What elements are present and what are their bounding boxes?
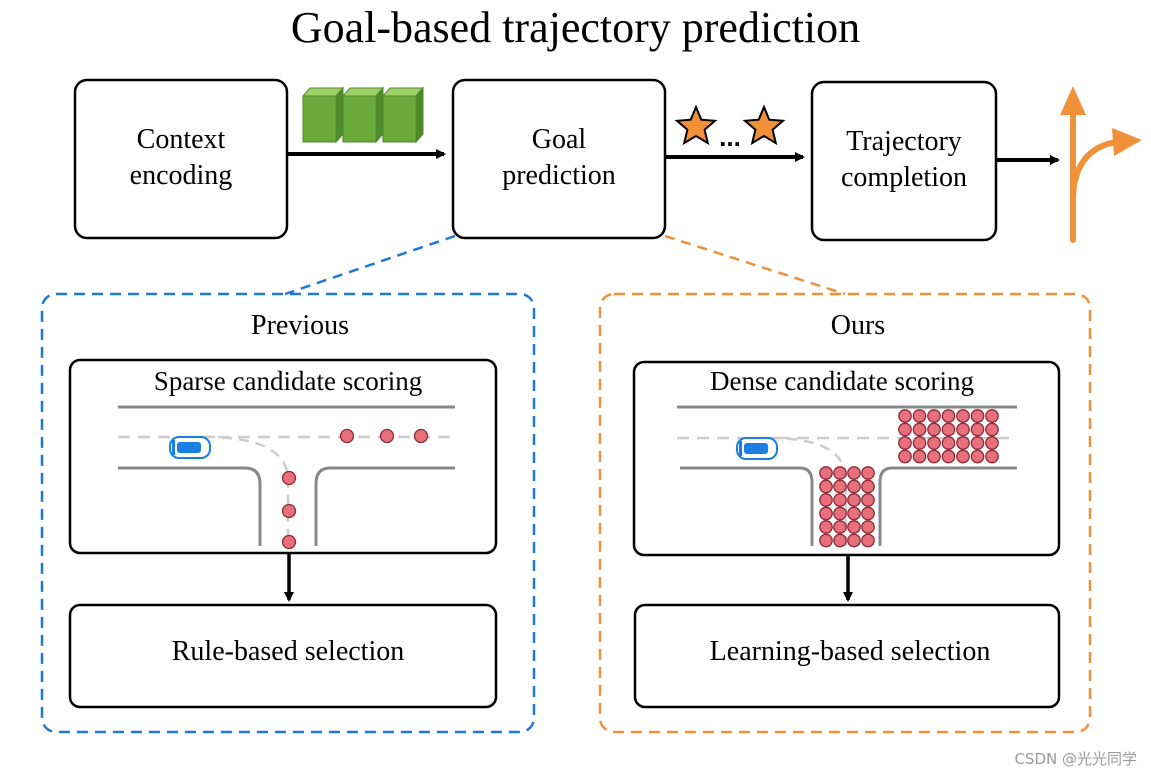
candidate-point bbox=[956, 436, 970, 450]
candidate-point bbox=[861, 533, 875, 548]
candidate-point bbox=[927, 449, 941, 464]
candidate-point bbox=[847, 493, 861, 507]
candidate-point bbox=[281, 470, 297, 486]
candidate-point bbox=[819, 479, 833, 494]
sparse-scoring-label: Sparse candidate scoring bbox=[153, 366, 423, 396]
candidate-point bbox=[833, 533, 847, 548]
candidate-point bbox=[941, 436, 956, 450]
goal-star-icon bbox=[742, 104, 786, 146]
candidate-point bbox=[379, 428, 395, 444]
dense-scoring-box bbox=[632, 360, 1061, 557]
dense-candidates bbox=[819, 409, 999, 548]
candidate-point bbox=[833, 506, 847, 521]
candidate-point bbox=[833, 466, 847, 480]
candidate-point bbox=[861, 493, 875, 507]
candidate-point bbox=[985, 409, 999, 423]
learning-selection-label: Learning-based selection bbox=[709, 636, 991, 667]
candidate-point bbox=[970, 436, 985, 450]
candidate-point bbox=[941, 422, 956, 437]
candidate-point bbox=[898, 422, 912, 437]
previous-panel bbox=[40, 292, 536, 734]
candidate-point bbox=[927, 436, 941, 450]
ellipsis: ... bbox=[719, 122, 741, 152]
rule-selection-box bbox=[68, 603, 498, 709]
trajectory-completion-box bbox=[810, 80, 998, 242]
candidate-point bbox=[861, 506, 875, 521]
watermark: CSDN @光光同学 bbox=[1014, 750, 1137, 768]
candidate-point bbox=[847, 520, 861, 534]
candidate-point bbox=[847, 533, 861, 548]
context-encoding-box bbox=[73, 78, 289, 240]
dense-scoring-label: Dense candidate scoring bbox=[710, 366, 974, 396]
candidate-point bbox=[339, 428, 355, 444]
sparse-candidates bbox=[281, 428, 429, 550]
candidate-point bbox=[833, 479, 847, 494]
feature-cubes-icon bbox=[301, 86, 425, 144]
candidate-point bbox=[956, 409, 970, 423]
candidate-point bbox=[819, 466, 833, 480]
candidate-point bbox=[898, 409, 912, 423]
candidate-point bbox=[970, 409, 985, 423]
candidate-point bbox=[847, 506, 861, 521]
previous-title: Previous bbox=[251, 310, 349, 341]
sparse-road-map bbox=[118, 405, 455, 546]
trajectory-completion-label: Trajectory completion bbox=[841, 126, 967, 193]
candidate-point bbox=[833, 520, 847, 534]
connector-previous bbox=[284, 234, 456, 296]
goal-prediction-label: Goal prediction bbox=[502, 124, 616, 191]
candidate-point bbox=[941, 449, 956, 464]
candidate-point bbox=[819, 533, 833, 548]
candidate-point bbox=[970, 422, 985, 437]
candidate-point bbox=[898, 449, 912, 464]
candidate-point bbox=[898, 436, 912, 450]
candidate-point bbox=[861, 479, 875, 494]
candidate-point bbox=[833, 493, 847, 507]
candidate-point bbox=[413, 428, 429, 444]
rule-selection-label: Rule-based selection bbox=[171, 636, 405, 667]
candidate-point bbox=[861, 520, 875, 534]
car-icon bbox=[169, 436, 211, 459]
candidate-point bbox=[281, 534, 297, 550]
candidate-point bbox=[847, 479, 861, 494]
candidate-point bbox=[912, 409, 927, 423]
diagram-title: Goal-based trajectory prediction bbox=[290, 3, 861, 52]
connector-ours bbox=[664, 234, 846, 296]
candidate-point bbox=[970, 449, 985, 464]
car-icon bbox=[736, 437, 778, 460]
ours-title: Ours bbox=[830, 310, 886, 341]
candidate-point bbox=[985, 422, 999, 437]
candidate-point bbox=[927, 409, 941, 423]
candidate-point bbox=[912, 422, 927, 437]
candidate-point bbox=[985, 449, 999, 464]
candidate-point bbox=[861, 466, 875, 480]
context-encoding-label: Context encoding bbox=[129, 124, 233, 191]
candidate-point bbox=[985, 436, 999, 450]
candidate-point bbox=[912, 436, 927, 450]
candidate-point bbox=[927, 422, 941, 437]
ours-panel bbox=[598, 292, 1092, 734]
candidate-point bbox=[819, 520, 833, 534]
learning-selection-box bbox=[633, 603, 1061, 709]
candidate-point bbox=[819, 506, 833, 521]
candidate-point bbox=[941, 409, 956, 423]
goal-star-icon bbox=[674, 104, 718, 146]
candidate-point bbox=[956, 449, 970, 464]
candidate-point bbox=[847, 466, 861, 480]
candidate-point bbox=[912, 449, 927, 464]
goal-prediction-box bbox=[451, 78, 667, 240]
output-trajectories-icon bbox=[1060, 86, 1142, 243]
candidate-point bbox=[956, 422, 970, 437]
candidate-point bbox=[819, 493, 833, 507]
candidate-point bbox=[281, 503, 297, 519]
